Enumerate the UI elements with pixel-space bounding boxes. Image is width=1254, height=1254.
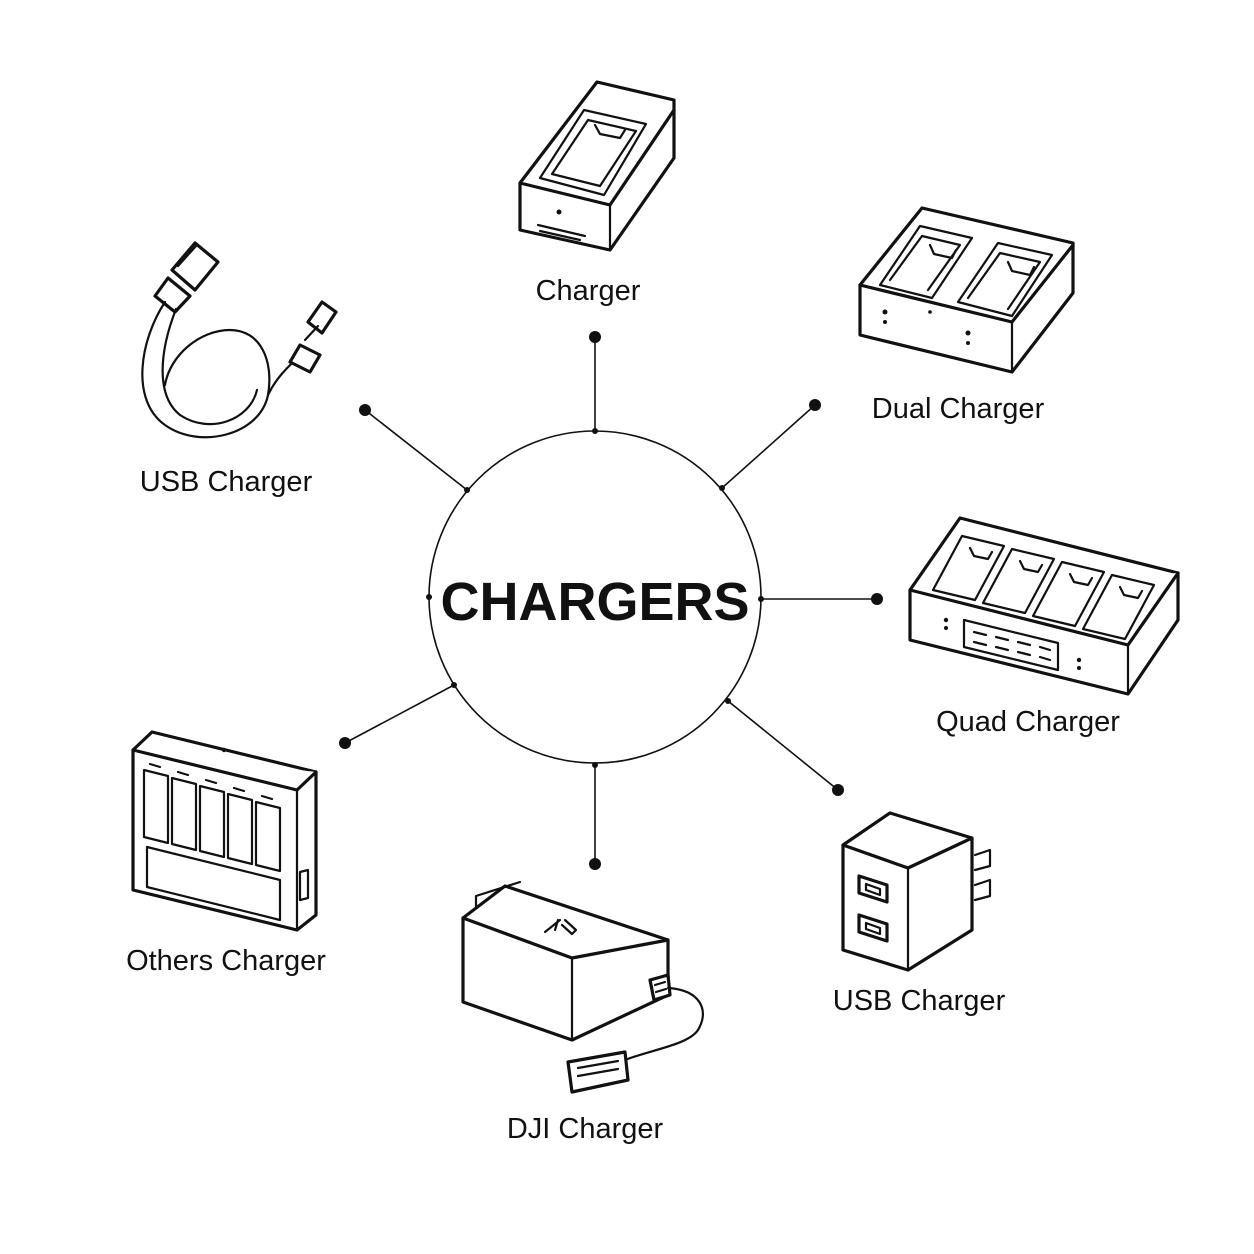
label-dual-charger: Dual Charger [872,393,1045,425]
label-usb-cable-charger: USB Charger [140,466,313,498]
node-usb-cable-charger: USB Charger [140,241,338,498]
connector-quad-charger [758,593,883,605]
label-charger: Charger [536,275,641,307]
label-others-charger: Others Charger [126,945,326,977]
dual-battery-charger-icon [858,206,1075,374]
aa-battery-charger-icon [131,730,318,932]
dji-power-adapter-icon [461,880,704,1094]
usb-cable-icon [141,241,338,439]
label-dji-charger: DJI Charger [507,1113,664,1145]
node-quad-charger: Quad Charger [908,516,1180,738]
label-usb-wall-charger: USB Charger [833,985,1006,1017]
center-title: CHARGERS [440,572,749,632]
center-hub: CHARGERS [428,430,762,764]
single-battery-charger-icon [518,80,676,252]
node-others-charger: Others Charger [126,730,326,977]
node-charger: Charger [518,80,676,307]
connector-dji-charger [589,762,601,870]
connector-usb-wall-charger [725,698,844,796]
connector-others-charger [339,682,457,749]
node-dji-charger: DJI Charger [461,880,704,1145]
node-usb-wall-charger: USB Charger [833,811,1006,1017]
connector-charger [589,331,601,434]
connectors [339,331,883,870]
quad-battery-charger-icon [908,516,1180,696]
connector-usb-cable-charger [359,404,470,493]
usb-wall-adapter-icon [841,811,992,972]
node-dual-charger: Dual Charger [858,206,1075,425]
label-quad-charger: Quad Charger [936,706,1120,738]
connector-dual-charger [719,399,821,491]
